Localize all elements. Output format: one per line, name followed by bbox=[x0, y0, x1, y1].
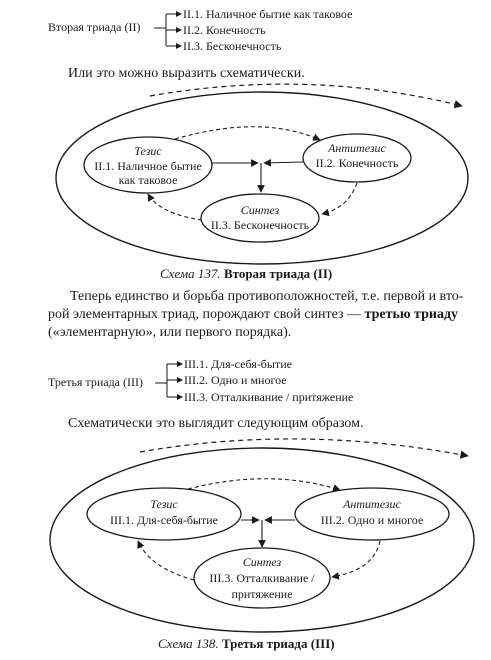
triad2-item-2: II.2. Конечность bbox=[183, 23, 266, 37]
synthesis-title: Синтез bbox=[243, 555, 282, 569]
paragraph: Теперь единство и борьба противоположнос… bbox=[48, 288, 478, 342]
triad2-item-3: II.3. Бесконечность bbox=[183, 39, 282, 53]
thesis-ellipse bbox=[83, 136, 213, 194]
thesis-to-antithesis-arrow bbox=[187, 478, 341, 492]
caption-138-prefix: Схема 138. bbox=[158, 636, 219, 651]
intro-text-1: Или это можно выразить схематически. bbox=[68, 66, 305, 81]
antithesis-to-synthesis-arrow bbox=[331, 540, 381, 580]
thesis-line-1: II.1. Наличное бытие bbox=[94, 159, 202, 173]
outer-ellipse bbox=[49, 447, 475, 633]
caption-137: Схема 137. Вторая триада (II) bbox=[160, 266, 332, 282]
outgoing-dashed-arrow bbox=[149, 83, 463, 109]
antithesis-line-1: III.2. Одно и многое bbox=[321, 513, 424, 527]
paragraph-line-1: Теперь единство и борьба противоположнос… bbox=[70, 289, 464, 304]
antithesis-ellipse bbox=[294, 487, 450, 541]
triad3-label: Третья триада (III) bbox=[48, 375, 143, 389]
triad2-label: Вторая триада (II) bbox=[48, 20, 141, 34]
triad3-item-2: III.2. Одно и многое bbox=[184, 373, 287, 387]
synthesis-line-2: притяжение bbox=[231, 587, 292, 601]
caption-138-title: Третья триада (III) bbox=[221, 636, 335, 651]
synthesis-to-thesis-arrow bbox=[147, 193, 203, 221]
antithesis-title: Антитезис bbox=[342, 497, 401, 511]
antithesis-to-synthesis-arrow bbox=[321, 182, 358, 217]
synthesis-title: Синтез bbox=[241, 203, 280, 217]
thesis-title: Тезис bbox=[134, 144, 162, 158]
synthesis-ellipse bbox=[200, 193, 320, 243]
caption-137-prefix: Схема 137. bbox=[160, 266, 221, 281]
triad3-item-1: III.1. Для-себя-бытие bbox=[184, 357, 292, 371]
synthesis-ellipse bbox=[193, 547, 331, 609]
antithesis-to-center-arrow bbox=[263, 158, 304, 167]
intro-text-2: Схематически это выглядит следующим обра… bbox=[68, 416, 364, 431]
antithesis-ellipse bbox=[302, 133, 412, 183]
paragraph-line-2: рой элементарных триад, порождают свой с… bbox=[48, 306, 478, 324]
paragraph-line-3: («элементарную», или первого порядка). bbox=[48, 325, 292, 340]
thesis-to-antithesis-arrow bbox=[174, 126, 321, 141]
thesis-title: Тезис bbox=[150, 497, 178, 511]
synthesis-to-thesis-arrow bbox=[137, 540, 195, 581]
outer-ellipse bbox=[55, 91, 469, 265]
caption-138: Схема 138. Третья триада (III) bbox=[158, 636, 335, 652]
triad2-item-1: II.1. Наличное бытие как таковое bbox=[183, 7, 353, 21]
paragraph-emphasis: третью триаду bbox=[364, 307, 459, 322]
thesis-line-2: как таковое bbox=[119, 173, 178, 187]
triad3-item-3: III.3. Отталкивание / притяжение bbox=[184, 390, 354, 404]
thesis-line-1: III.1. Для-себя-бытие bbox=[110, 513, 218, 527]
synthesis-line-1: III.3. Отталкивание / bbox=[209, 571, 315, 585]
antithesis-line-1: II.2. Конечность bbox=[316, 156, 399, 170]
paragraph-line-2-text: рой элементарных триад, порождают свой с… bbox=[48, 307, 365, 322]
outgoing-dashed-arrow bbox=[139, 438, 469, 459]
caption-137-title: Вторая триада (II) bbox=[223, 266, 333, 281]
thesis-ellipse bbox=[86, 487, 242, 541]
antithesis-title: Антитезис bbox=[327, 141, 386, 155]
synthesis-line-1: II.3. Бесконечность bbox=[211, 218, 310, 232]
